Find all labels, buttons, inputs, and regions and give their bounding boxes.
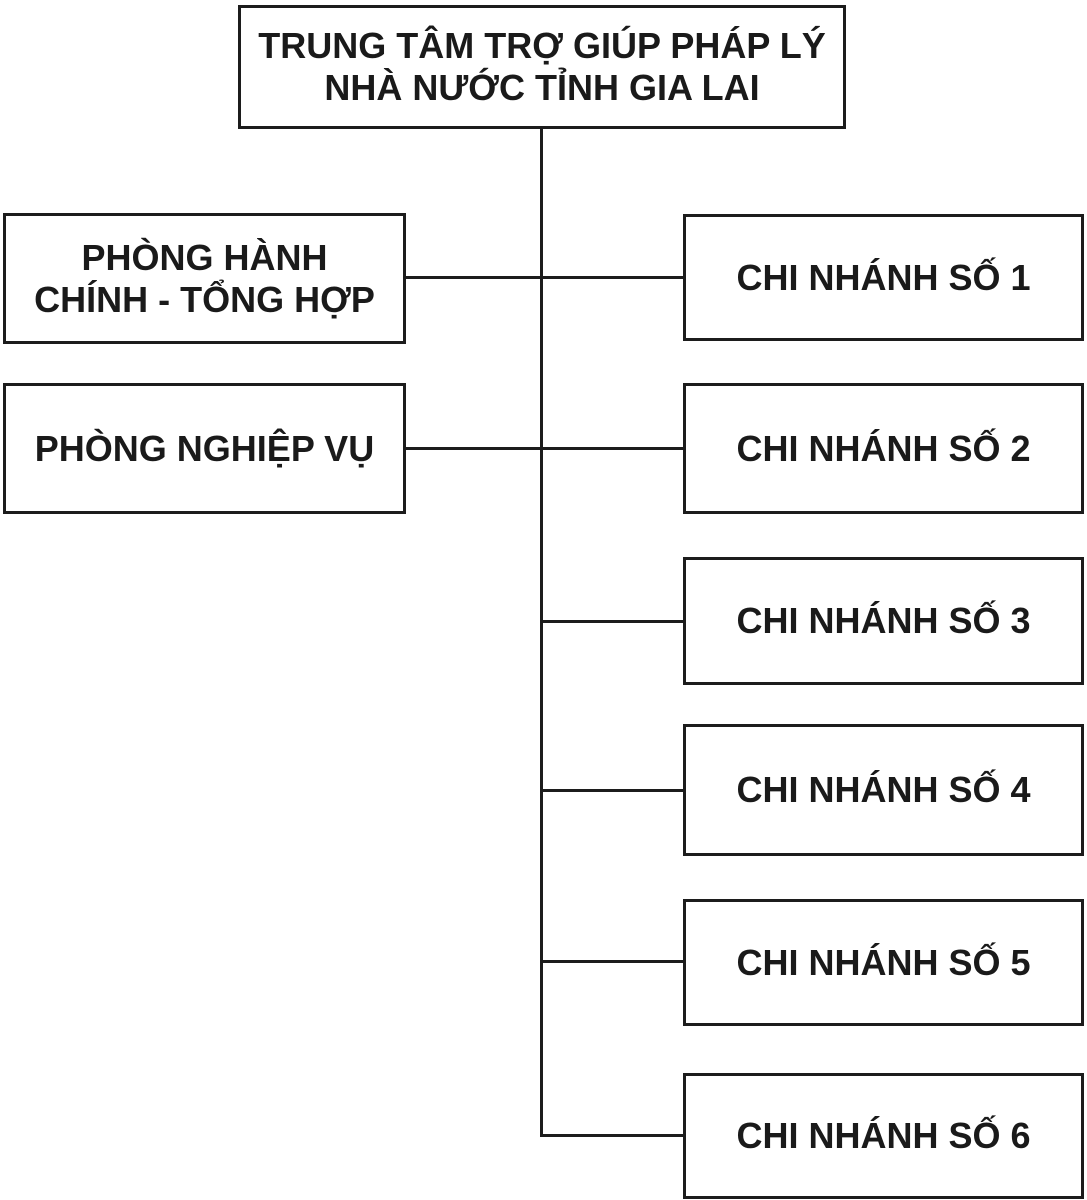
branch-box-label: CHI NHÁNH SỐ 4 [736, 769, 1031, 811]
root-box-label: TRUNG TÂM TRỢ GIÚP PHÁP LÝ NHÀ NƯỚC TỈNH… [258, 25, 826, 108]
root-box: TRUNG TÂM TRỢ GIÚP PHÁP LÝ NHÀ NƯỚC TỈNH… [238, 5, 846, 129]
connector-line-row-3 [540, 620, 683, 623]
branch-box-label: CHI NHÁNH SỐ 1 [736, 256, 1031, 298]
branch-box-3: CHI NHÁNH SỐ 3 [683, 557, 1084, 685]
branch-box-label: CHI NHÁNH SỐ 6 [736, 1115, 1031, 1157]
connector-line-row-2 [406, 447, 683, 450]
connector-line-row-6 [540, 1134, 683, 1137]
branch-box-label: CHI NHÁNH SỐ 2 [736, 427, 1031, 469]
dept-box-professional: PHÒNG NGHIỆP VỤ [3, 383, 406, 514]
branch-box-6: CHI NHÁNH SỐ 6 [683, 1073, 1084, 1199]
branch-box-2: CHI NHÁNH SỐ 2 [683, 383, 1084, 514]
dept-box-admin-general: PHÒNG HÀNH CHÍNH - TỔNG HỢP [3, 213, 406, 344]
dept-box-label: PHÒNG HÀNH CHÍNH - TỔNG HỢP [34, 236, 375, 320]
trunk-line [540, 128, 543, 1137]
branch-box-label: CHI NHÁNH SỐ 3 [736, 600, 1031, 642]
branch-box-5: CHI NHÁNH SỐ 5 [683, 899, 1084, 1026]
connector-line-row-5 [540, 960, 683, 963]
connector-line-row-4 [540, 789, 683, 792]
connector-line-row-1 [406, 276, 683, 279]
dept-box-label: PHÒNG NGHIỆP VỤ [34, 427, 375, 469]
branch-box-4: CHI NHÁNH SỐ 4 [683, 724, 1084, 856]
branch-box-1: CHI NHÁNH SỐ 1 [683, 214, 1084, 341]
branch-box-label: CHI NHÁNH SỐ 5 [736, 941, 1031, 983]
